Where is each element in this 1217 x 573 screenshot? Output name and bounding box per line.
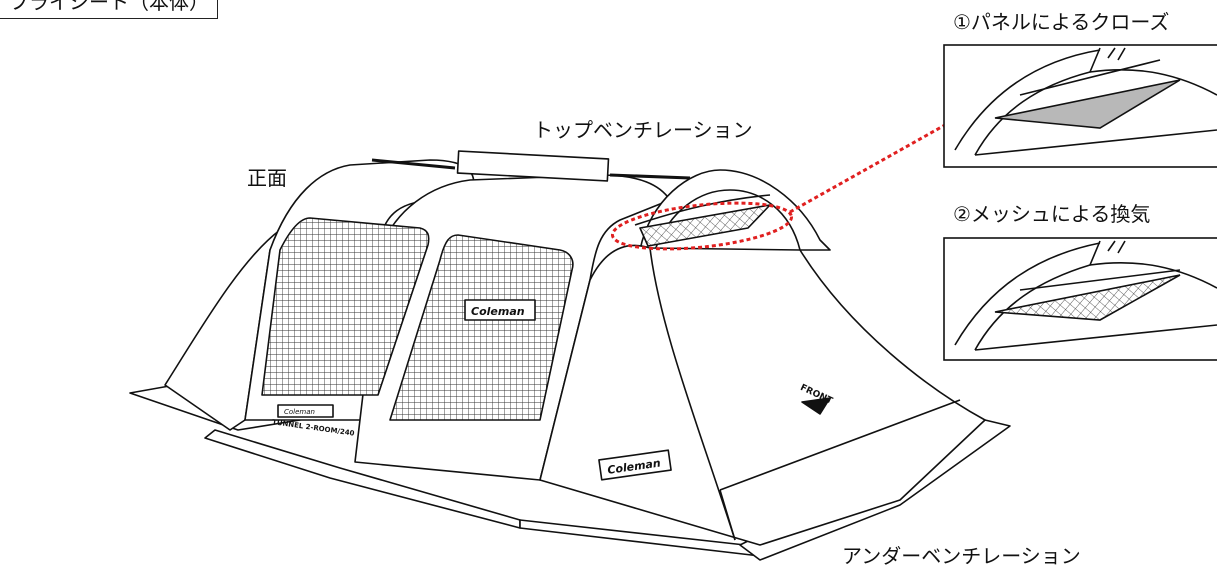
brand-print-rear: Coleman: [284, 408, 315, 416]
page-title: フライシート（本体）: [0, 0, 218, 19]
middle-window-mesh: [389, 234, 574, 421]
vent-callout-ellipse: [610, 201, 794, 251]
mesh-panel: [994, 274, 1181, 321]
callout-leader-line: [789, 123, 946, 214]
ridge-bar: [371, 158, 456, 170]
top-vent-mesh: [639, 204, 771, 247]
logo-box-front: [598, 449, 672, 481]
inset-mesh-vent: [943, 237, 1217, 361]
front-label: 正面: [247, 166, 287, 190]
front-arrow-icon: [801, 397, 831, 415]
logo-box-rear: [277, 404, 334, 418]
top-vent-label: トップベンチレーション: [533, 118, 753, 142]
rear-window-mesh: [261, 217, 430, 396]
logo-box-window: [464, 299, 536, 321]
front-face: [539, 244, 986, 546]
inset-panel-close: [943, 44, 1217, 168]
ridge-box: [456, 150, 610, 182]
under-vent-label: アンダーベンチレーション: [842, 544, 1081, 568]
mesh-vent-label: ②メッシュによる換気: [953, 202, 1151, 226]
front-arch: [639, 169, 831, 251]
panel-close-label: ①パネルによるクローズ: [953, 10, 1170, 34]
model-print: TUNNEL 2-ROOM/240: [272, 418, 355, 437]
brand-print-window: Coleman: [471, 305, 525, 318]
closed-panel: [994, 79, 1181, 129]
